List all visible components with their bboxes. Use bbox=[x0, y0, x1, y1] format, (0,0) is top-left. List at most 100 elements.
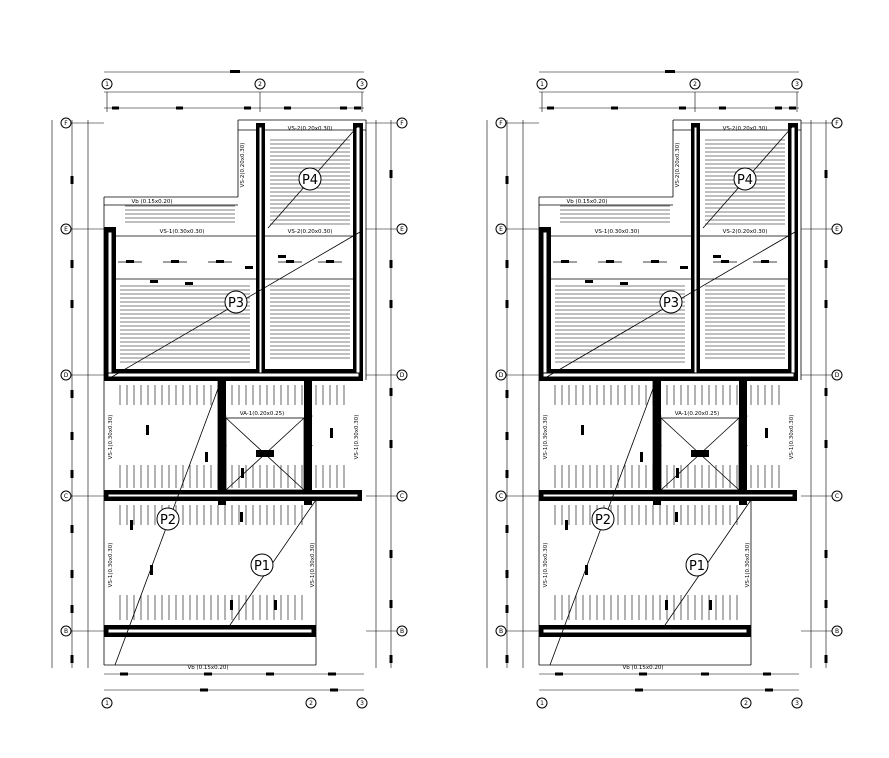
dimension-tick bbox=[505, 260, 509, 268]
rebar-mark-tick bbox=[216, 260, 224, 263]
beam-hollow bbox=[355, 126, 361, 377]
grid-bubble-top bbox=[254, 78, 266, 90]
grid-bubble-right bbox=[831, 625, 843, 637]
rebar-mark-tick bbox=[171, 260, 179, 263]
grid-bubble-top-label: 2 bbox=[258, 81, 262, 88]
grid-bubble-bottom bbox=[305, 697, 317, 709]
slab-panel-bubble bbox=[591, 507, 615, 531]
rebar-vertical-mark bbox=[241, 468, 244, 478]
beam-hollow bbox=[542, 628, 748, 634]
grid-bubble-left bbox=[60, 490, 72, 502]
beam-va2-right bbox=[739, 370, 747, 505]
rebar-mark-tick bbox=[721, 260, 729, 263]
dimension-tick bbox=[505, 470, 509, 478]
dimension-tick bbox=[547, 106, 554, 110]
beam-label-vs2-top: VS-2(0.20x0.30) bbox=[288, 126, 333, 132]
slab-panel-bubble bbox=[224, 290, 248, 314]
grid-bubble-right-label: C bbox=[400, 493, 404, 500]
beam-label-va2-left: VA-2(0.20x0.30) bbox=[222, 415, 228, 460]
dimension-tick bbox=[505, 176, 509, 184]
beam-label-vs2-mid: VS-2(0.20x0.30) bbox=[723, 229, 768, 235]
dimension-tick bbox=[204, 672, 212, 676]
beam-dotted-fill bbox=[115, 376, 223, 380]
dimension-tick bbox=[70, 260, 74, 268]
grid-bubble-top bbox=[356, 78, 368, 90]
dimension-tick bbox=[824, 655, 828, 663]
grid-bubble-left-label: B bbox=[64, 628, 68, 635]
rebar-vertical-mark bbox=[150, 565, 153, 575]
dimension-tick bbox=[505, 390, 509, 398]
rebar-vertical-mark bbox=[240, 512, 243, 522]
slab-panel-bubble bbox=[156, 507, 180, 531]
dimension-tick bbox=[763, 672, 771, 676]
dimension-tick bbox=[719, 106, 726, 110]
beam-label-vs1-mid: VS-1(0.30x0.30) bbox=[595, 229, 640, 235]
dimension-tick bbox=[824, 550, 828, 558]
dimension-tick bbox=[505, 525, 509, 533]
grid-bubble-right-label: C bbox=[835, 493, 839, 500]
grid-bubble-left-label: C bbox=[499, 493, 503, 500]
beam-label-vs-vertical-top: VS-2(0.20x0.30) bbox=[240, 143, 246, 188]
grid-bubble-left bbox=[495, 490, 507, 502]
beam-label-vs1-right-lower: VS-1(0.30x0.30) bbox=[310, 543, 316, 588]
slab-panel-label: P4 bbox=[737, 173, 753, 188]
dimension-tick bbox=[70, 432, 74, 440]
dimension-tick bbox=[824, 170, 828, 178]
grid-bubble-bottom-label: 3 bbox=[795, 700, 799, 707]
grid-bubble-right bbox=[831, 117, 843, 129]
rebar-mark-tick bbox=[126, 260, 134, 263]
rebar-vertical-mark bbox=[676, 468, 679, 478]
dimension-tick bbox=[120, 672, 128, 676]
dimension-tick bbox=[70, 570, 74, 578]
rebar-vertical-mark bbox=[640, 452, 643, 462]
rebar-vertical-mark bbox=[585, 565, 588, 575]
grid-bubble-top bbox=[536, 78, 548, 90]
slab-panel-label: P3 bbox=[228, 296, 244, 311]
grid-bubble-right bbox=[396, 490, 408, 502]
beam-label-va2-right: VA-2(0.20x0.30) bbox=[308, 415, 314, 460]
stair-void-center-block bbox=[256, 450, 274, 457]
slab-panel-bubble bbox=[685, 553, 709, 577]
dimension-tick bbox=[824, 260, 828, 268]
dimension-tick bbox=[824, 300, 828, 308]
dimension-tick bbox=[505, 605, 509, 613]
rebar-vertical-mark bbox=[274, 600, 277, 610]
rebar-mark-tick bbox=[286, 260, 294, 263]
grid-bubble-left bbox=[60, 369, 72, 381]
beam-label-vb-top: Vb (0.15x0.20) bbox=[131, 199, 172, 205]
grid-bubble-bottom-label: 3 bbox=[360, 700, 364, 707]
grid-bubble-left bbox=[60, 117, 72, 129]
rebar-mark-tick bbox=[245, 266, 253, 269]
grid-bubble-right-label: B bbox=[835, 628, 839, 635]
slab-panel-label: P1 bbox=[254, 559, 270, 574]
dimension-tick bbox=[389, 170, 393, 178]
dimension-tick bbox=[112, 106, 119, 110]
dimension-tick bbox=[328, 672, 336, 676]
dimension-tick bbox=[389, 388, 393, 396]
rebar-mark-tick bbox=[278, 255, 286, 258]
grid-bubble-left bbox=[495, 117, 507, 129]
dimension-tick bbox=[389, 550, 393, 558]
dimension-tick bbox=[635, 688, 643, 692]
dimension-tick bbox=[679, 106, 686, 110]
beam-dotted-fill bbox=[550, 376, 658, 380]
grid-bubble-left-label: F bbox=[499, 120, 503, 127]
rebar-vertical-mark bbox=[146, 425, 149, 435]
grid-bubble-right-label: F bbox=[835, 120, 839, 127]
grid-bubble-right bbox=[396, 369, 408, 381]
grid-bubble-right-label: E bbox=[835, 226, 839, 233]
dimension-tick bbox=[505, 300, 509, 308]
grid-bubble-left-label: F bbox=[64, 120, 68, 127]
dimension-tick bbox=[244, 106, 251, 110]
rebar-mark-tick bbox=[713, 255, 721, 258]
dimension-tick bbox=[389, 655, 393, 663]
grid-bubble-left bbox=[60, 625, 72, 637]
rebar-vertical-mark bbox=[205, 452, 208, 462]
rebar-vertical-mark bbox=[130, 520, 133, 530]
grid-bubble-left bbox=[60, 223, 72, 235]
grid-bubble-top-label: 1 bbox=[105, 81, 109, 88]
beam-label-vs1-right-upper: VS-1(0.30x0.30) bbox=[789, 415, 795, 460]
rebar-mark-tick bbox=[561, 260, 569, 263]
rebar-vertical-mark bbox=[330, 428, 333, 438]
